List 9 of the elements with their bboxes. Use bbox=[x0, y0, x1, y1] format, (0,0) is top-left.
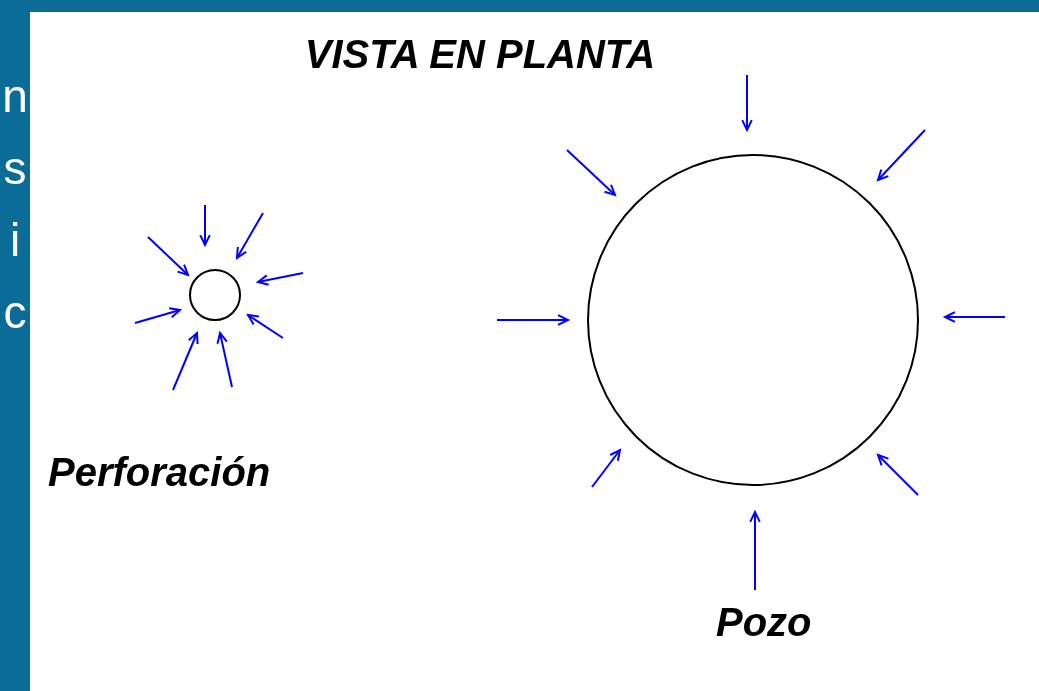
circle-outline bbox=[586, 153, 920, 487]
node-label: Perforación bbox=[48, 450, 271, 495]
node-label: Pozo bbox=[716, 600, 812, 645]
slide-text-fragment: c bbox=[3, 285, 27, 340]
slide-text-fragment: i bbox=[9, 213, 21, 268]
circle-outline bbox=[188, 268, 242, 322]
title: VISTA EN PLANTA bbox=[303, 32, 657, 77]
slide-text-fragment: s bbox=[3, 141, 27, 196]
slide-text-fragment: n bbox=[2, 69, 28, 124]
